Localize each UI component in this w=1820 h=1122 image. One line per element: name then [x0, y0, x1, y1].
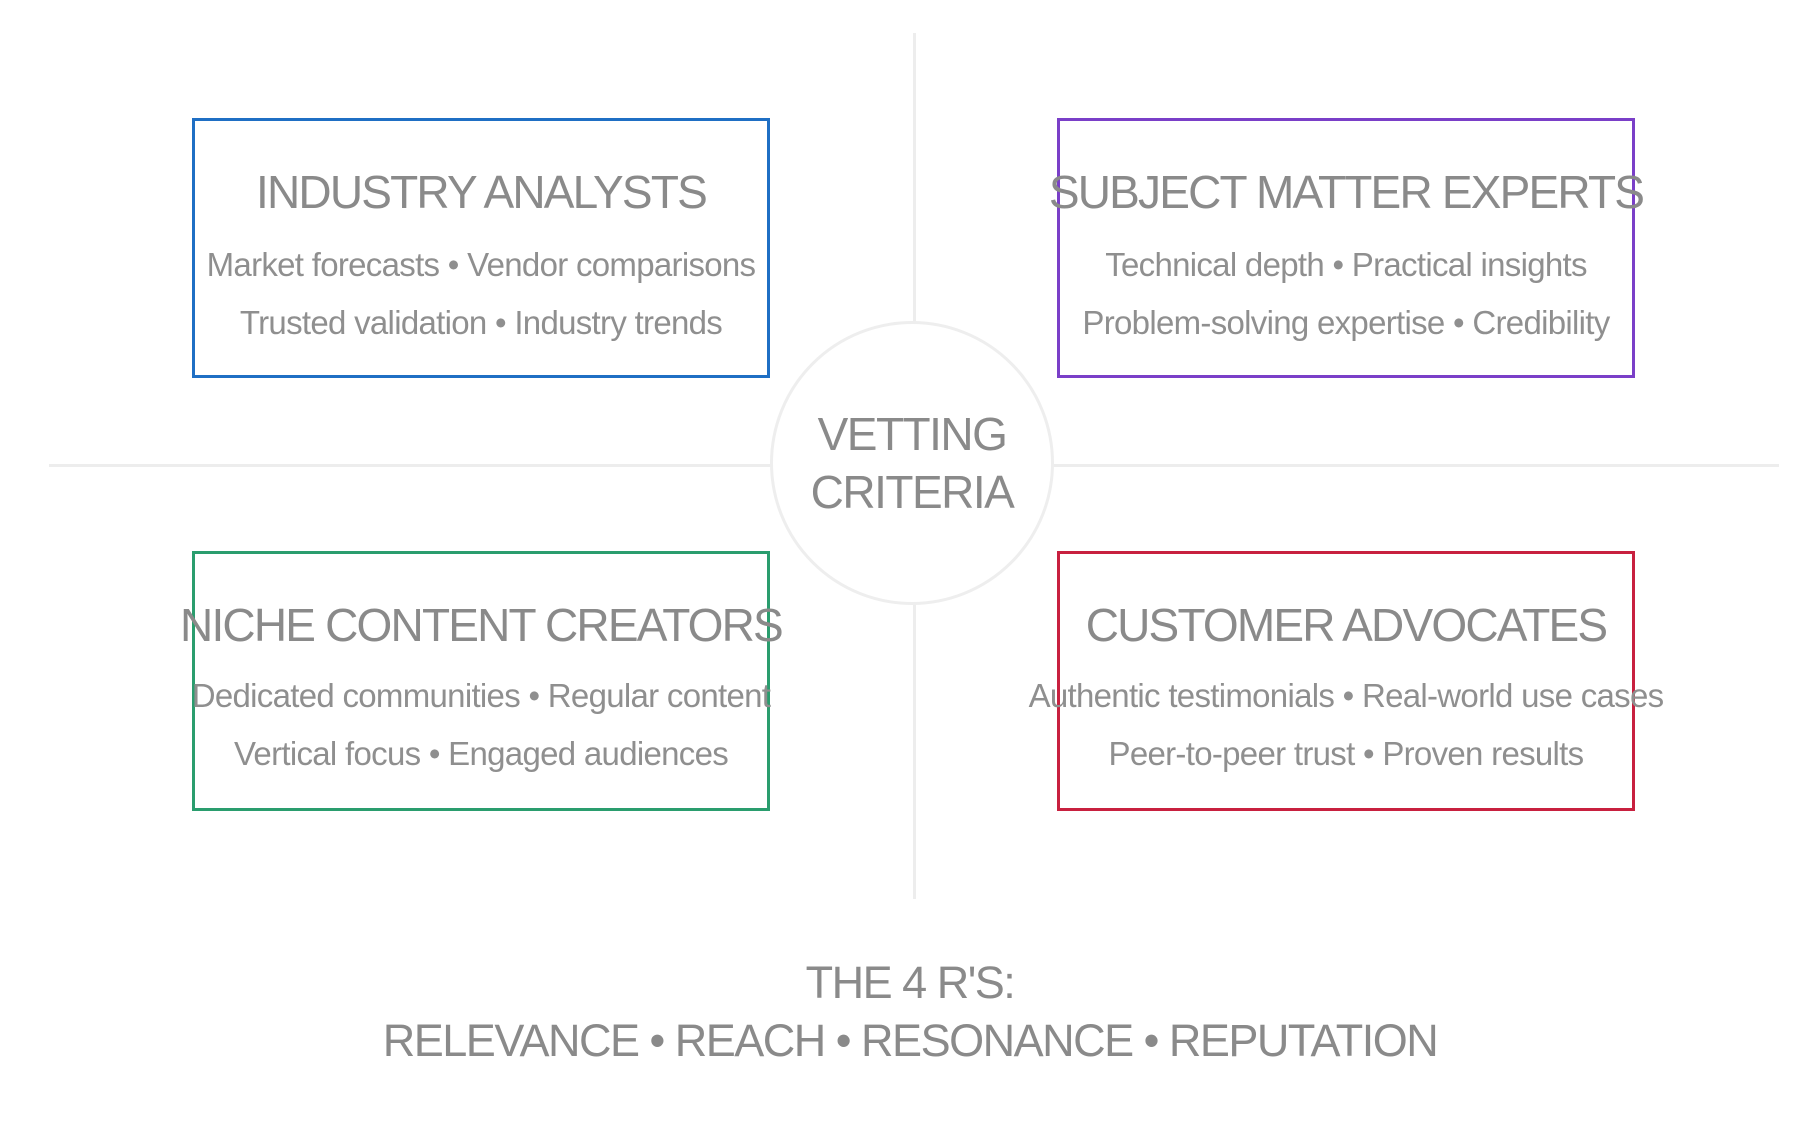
quadrant-title: SUBJECT MATTER EXPERTS — [1048, 166, 1645, 218]
quadrant-title: INDUSTRY ANALYSTS — [256, 166, 708, 218]
quadrant-subject-matter-experts: SUBJECT MATTER EXPERTS Technical depth •… — [1049, 118, 1645, 378]
quadrant-detail-line: Problem-solving expertise • Credibility — [1082, 304, 1610, 341]
quadrant-detail-line: Dedicated communities • Regular content — [191, 677, 771, 714]
quadrant-title: NICHE CONTENT CREATORS — [180, 599, 784, 651]
center-label-line: CRITERIA — [810, 466, 1015, 518]
footer: THE 4 R'S: RELEVANCE • REACH • RESONANCE… — [0, 954, 1820, 1070]
quadrant-detail-line: Market forecasts • Vendor comparisons — [206, 246, 756, 283]
quadrant-detail-line: Authentic testimonials • Real-world use … — [1028, 677, 1665, 714]
quadrant-detail-line: Peer-to-peer trust • Proven results — [1108, 735, 1585, 772]
footer-criteria-list: RELEVANCE • REACH • RESONANCE • REPUTATI… — [382, 1015, 1439, 1066]
quadrant-niche-content-creators: NICHE CONTENT CREATORS Dedicated communi… — [180, 551, 784, 811]
quadrant-customer-advocates: CUSTOMER ADVOCATES Authentic testimonial… — [1029, 551, 1664, 811]
center-label-line: VETTING — [817, 408, 1008, 460]
quadrant-detail-line: Vertical focus • Engaged audiences — [233, 735, 729, 772]
footer-title: THE 4 R'S: — [805, 957, 1016, 1008]
quadrant-title: CUSTOMER ADVOCATES — [1085, 599, 1608, 651]
quadrant-detail-line: Trusted validation • Industry trends — [239, 304, 723, 341]
center-circle: VETTING CRITERIA — [770, 321, 1054, 605]
quadrant-detail-line: Technical depth • Practical insights — [1105, 246, 1587, 283]
quadrant-industry-analysts: INDUSTRY ANALYSTS Market forecasts • Ven… — [192, 118, 770, 378]
